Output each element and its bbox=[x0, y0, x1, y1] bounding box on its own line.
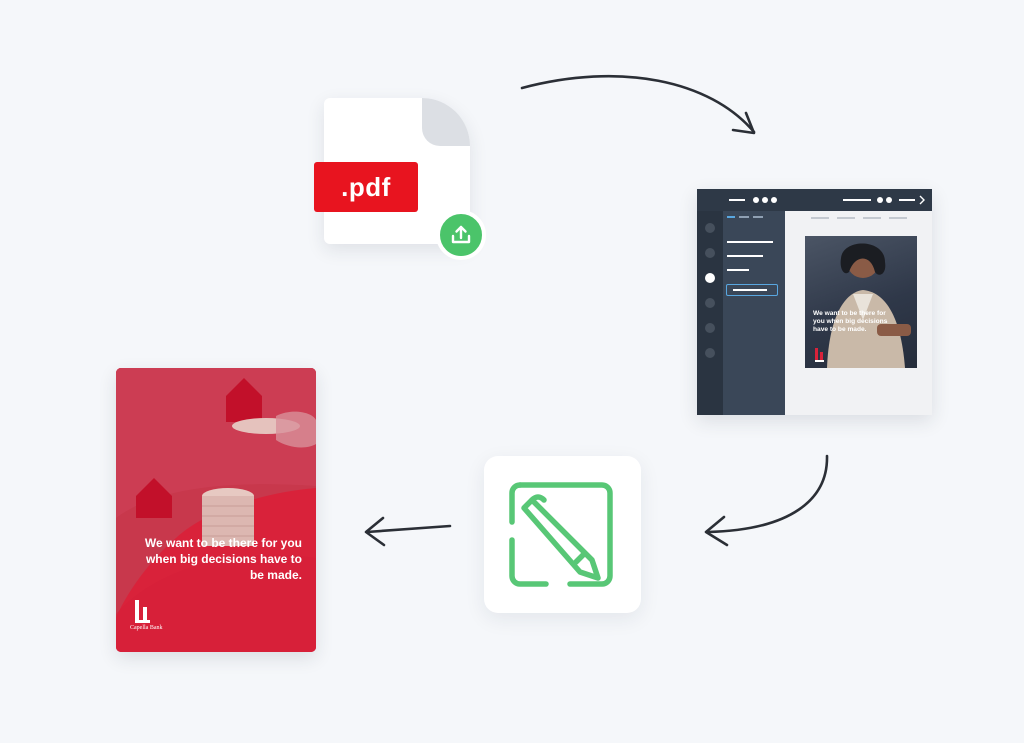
editor-window: We want to be there for you when big dec… bbox=[697, 189, 932, 415]
editor-tool-rail bbox=[697, 211, 723, 415]
poster-logo-text: Capella Bank bbox=[130, 625, 163, 631]
result-poster: We want to be there for you when big dec… bbox=[116, 368, 316, 652]
arrow-editor-to-edit-head bbox=[704, 515, 729, 547]
bank-logo-icon bbox=[135, 600, 150, 623]
editor-topbar bbox=[697, 189, 932, 211]
edit-card bbox=[484, 456, 641, 613]
editor-side-panel bbox=[723, 211, 785, 415]
arrow-edit-to-poster bbox=[365, 524, 452, 534]
arrow-pdf-to-editor bbox=[520, 74, 756, 134]
pdf-badge: .pdf bbox=[314, 162, 418, 212]
arrow-pdf-to-editor-head bbox=[731, 111, 756, 135]
pdf-file-fold bbox=[422, 98, 470, 146]
pencil-square-icon bbox=[509, 482, 613, 587]
pdf-file-icon: .pdf bbox=[314, 98, 486, 260]
chevron-right-icon bbox=[919, 195, 925, 205]
editor-document-text: We want to be there for you when big dec… bbox=[813, 310, 888, 333]
poster-headline: We want to be there for you when big dec… bbox=[144, 536, 302, 582]
editor-document-preview: We want to be there for you when big dec… bbox=[805, 236, 917, 368]
bank-logo-icon bbox=[815, 348, 824, 362]
arrow-editor-to-edit bbox=[706, 454, 829, 534]
arrow-edit-to-poster-head bbox=[364, 516, 386, 547]
upload-icon bbox=[436, 210, 486, 260]
